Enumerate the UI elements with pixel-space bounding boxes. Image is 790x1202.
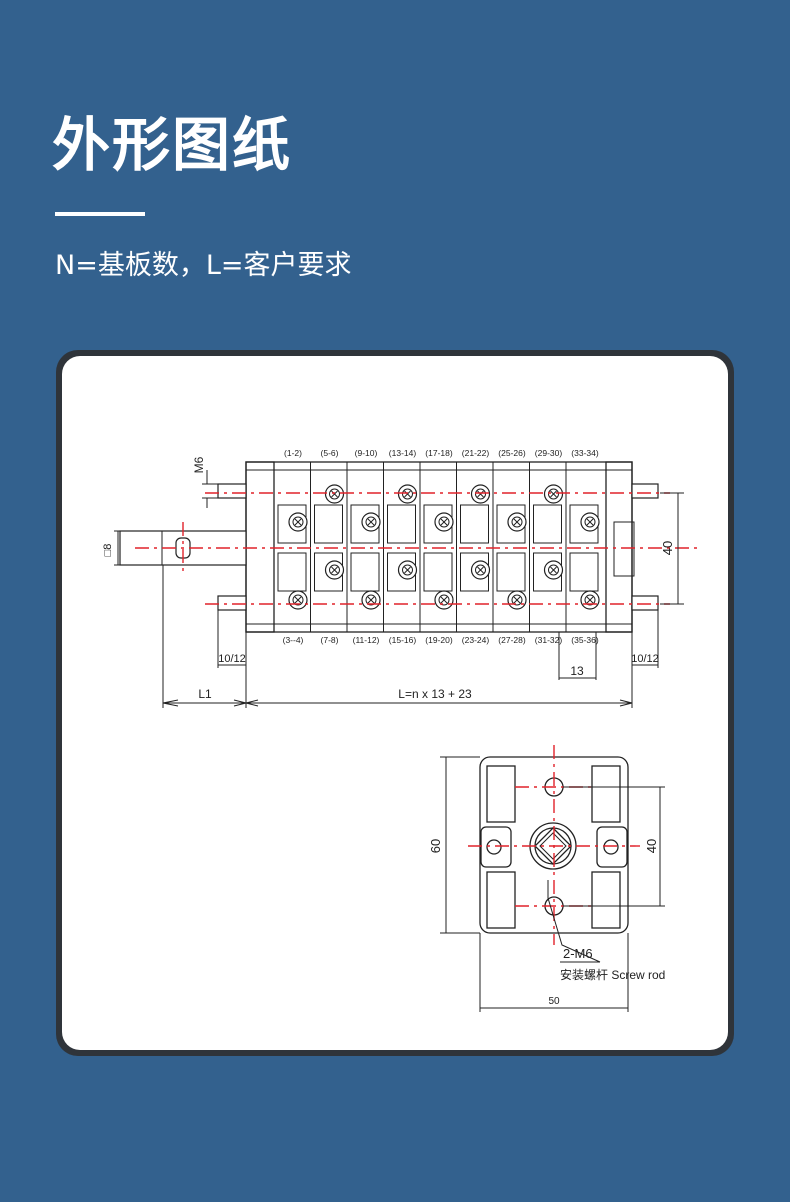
right-end-plate: [605, 461, 633, 633]
slot-bottom-right: [591, 871, 621, 929]
dim-50-label: 50: [548, 996, 560, 1007]
bottom-terminal-label: (19-20): [425, 635, 453, 645]
left-stud-top: [217, 483, 247, 499]
dim-length-label: L=n x 13 + 23: [398, 687, 472, 701]
top-terminal-label: (33-34): [571, 448, 599, 458]
side-tab-left: [480, 826, 512, 868]
dim-40-side: 40: [660, 492, 684, 605]
top-terminal-label: (5-6): [321, 448, 339, 458]
left-stud-bottom: [217, 595, 247, 611]
top-terminal-label: (29-30): [535, 448, 563, 458]
segment-window: [533, 504, 562, 544]
dim-60-label: 60: [428, 839, 443, 853]
bottom-terminal-label: (27-28): [498, 635, 526, 645]
dim-10-12-right: 10/12: [631, 653, 659, 665]
dim-13-label: 13: [570, 664, 584, 678]
segment-window: [350, 552, 380, 592]
terminal-segments: [273, 462, 600, 632]
top-terminal-label: (13-14): [389, 448, 417, 458]
slot-bottom-left: [486, 871, 516, 929]
end-view: 60 40 50 2-M6 安装螺杆 Screw rod: [428, 745, 665, 1012]
dim-lower: 10/12 10/12 13 L1 L=n x 13 + 23: [162, 565, 659, 708]
top-terminal-label: (1-2): [284, 448, 302, 458]
dim-square: □8: [102, 530, 120, 566]
segment-window: [569, 552, 599, 592]
dim-10-12-left: 10/12: [218, 653, 246, 665]
dim-40-side-label: 40: [660, 541, 675, 555]
segment-window: [423, 552, 453, 592]
title-underline: [55, 212, 145, 216]
top-terminal-labels: (1-2) (5-6) (9-10) (13-14) (17-18) (21-22) (25…: [284, 448, 599, 458]
segment-window: [314, 504, 343, 544]
dim-40-end-label: 40: [644, 839, 659, 853]
bottom-terminal-label: (23-24): [462, 635, 490, 645]
bottom-terminal-label: (3--4): [283, 635, 304, 645]
screw-label: 2-M6: [563, 946, 593, 961]
bottom-terminal-label: (15-16): [389, 635, 417, 645]
dim-m6: M6: [192, 456, 218, 508]
top-terminal-label: (17-18): [425, 448, 453, 458]
top-terminal-label: (9-10): [355, 448, 378, 458]
dim-square-label: □8: [102, 544, 114, 557]
dim-m6-label: M6: [192, 456, 206, 473]
top-terminal-label: (21-22): [462, 448, 490, 458]
screw-description: 安装螺杆 Screw rod: [560, 967, 665, 982]
slot-top-left: [486, 765, 516, 823]
side-hole-left: [486, 839, 502, 855]
segment-window: [460, 504, 489, 544]
bottom-terminal-label: (31-32): [535, 635, 563, 645]
bottom-terminal-label: (11-12): [353, 635, 380, 645]
segment-window: [387, 504, 416, 544]
side-tab-right: [596, 826, 628, 868]
left-end-plate: [245, 461, 275, 633]
side-hole-right: [603, 839, 619, 855]
bottom-terminal-labels: (3--4) (7-8) (11-12) (15-16) (19-20) (23-24) (…: [283, 635, 599, 645]
square-shaft: [534, 827, 572, 865]
page-title: 外形图纸: [52, 111, 293, 179]
slot-top-right: [591, 765, 621, 823]
bottom-terminal-label: (35-36): [571, 635, 599, 645]
dim-l1-label: L1: [198, 687, 212, 701]
segment-window: [277, 552, 307, 592]
side-view: [119, 461, 700, 633]
top-terminal-label: (25-26): [498, 448, 526, 458]
segment-window: [496, 552, 526, 592]
bottom-terminal-label: (7-8): [321, 635, 339, 645]
right-stud-top: [631, 483, 659, 499]
page-subtitle: N=基板数，L=客户要求: [55, 250, 352, 281]
right-stud-bottom: [631, 595, 659, 611]
